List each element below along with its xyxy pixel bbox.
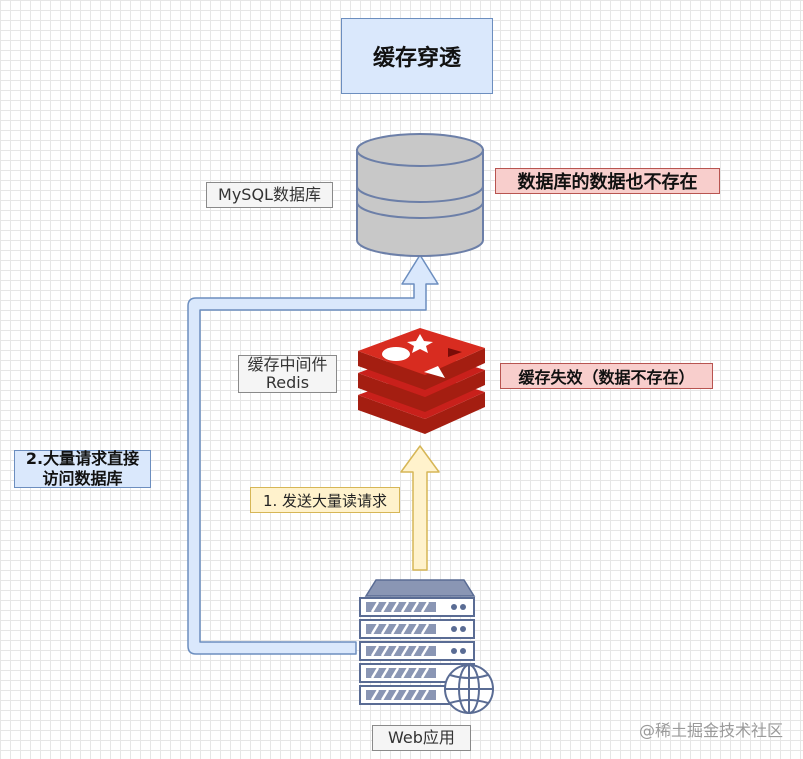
database-icon bbox=[356, 133, 484, 257]
watermark: @稀土掘金技术社区 bbox=[638, 721, 783, 740]
redis-label-line1: 缓存中间件 bbox=[247, 355, 328, 374]
redis-icon bbox=[358, 328, 485, 434]
send-requests-label: 1. 发送大量读请求 bbox=[250, 487, 400, 513]
mysql-label: MySQL数据库 bbox=[206, 182, 333, 208]
direct-db-line1: 2.大量请求直接 bbox=[25, 449, 140, 468]
db-missing-label: 数据库的数据也不存在 bbox=[495, 168, 720, 194]
bypass-arrow bbox=[187, 254, 439, 655]
redis-label: 缓存中间件 Redis bbox=[238, 355, 337, 393]
server-icon bbox=[359, 579, 476, 705]
direct-db-label: 2.大量请求直接 访问数据库 bbox=[14, 449, 151, 488]
redis-label-line2: Redis bbox=[265, 373, 310, 392]
direct-db-line2: 访问数据库 bbox=[42, 469, 123, 488]
globe-icon bbox=[444, 664, 494, 714]
web-app-label: Web应用 bbox=[372, 725, 471, 751]
request-arrow bbox=[400, 445, 440, 571]
cache-miss-label: 缓存失效（数据不存在） bbox=[500, 363, 713, 389]
diagram-title: 缓存穿透 bbox=[341, 18, 493, 94]
